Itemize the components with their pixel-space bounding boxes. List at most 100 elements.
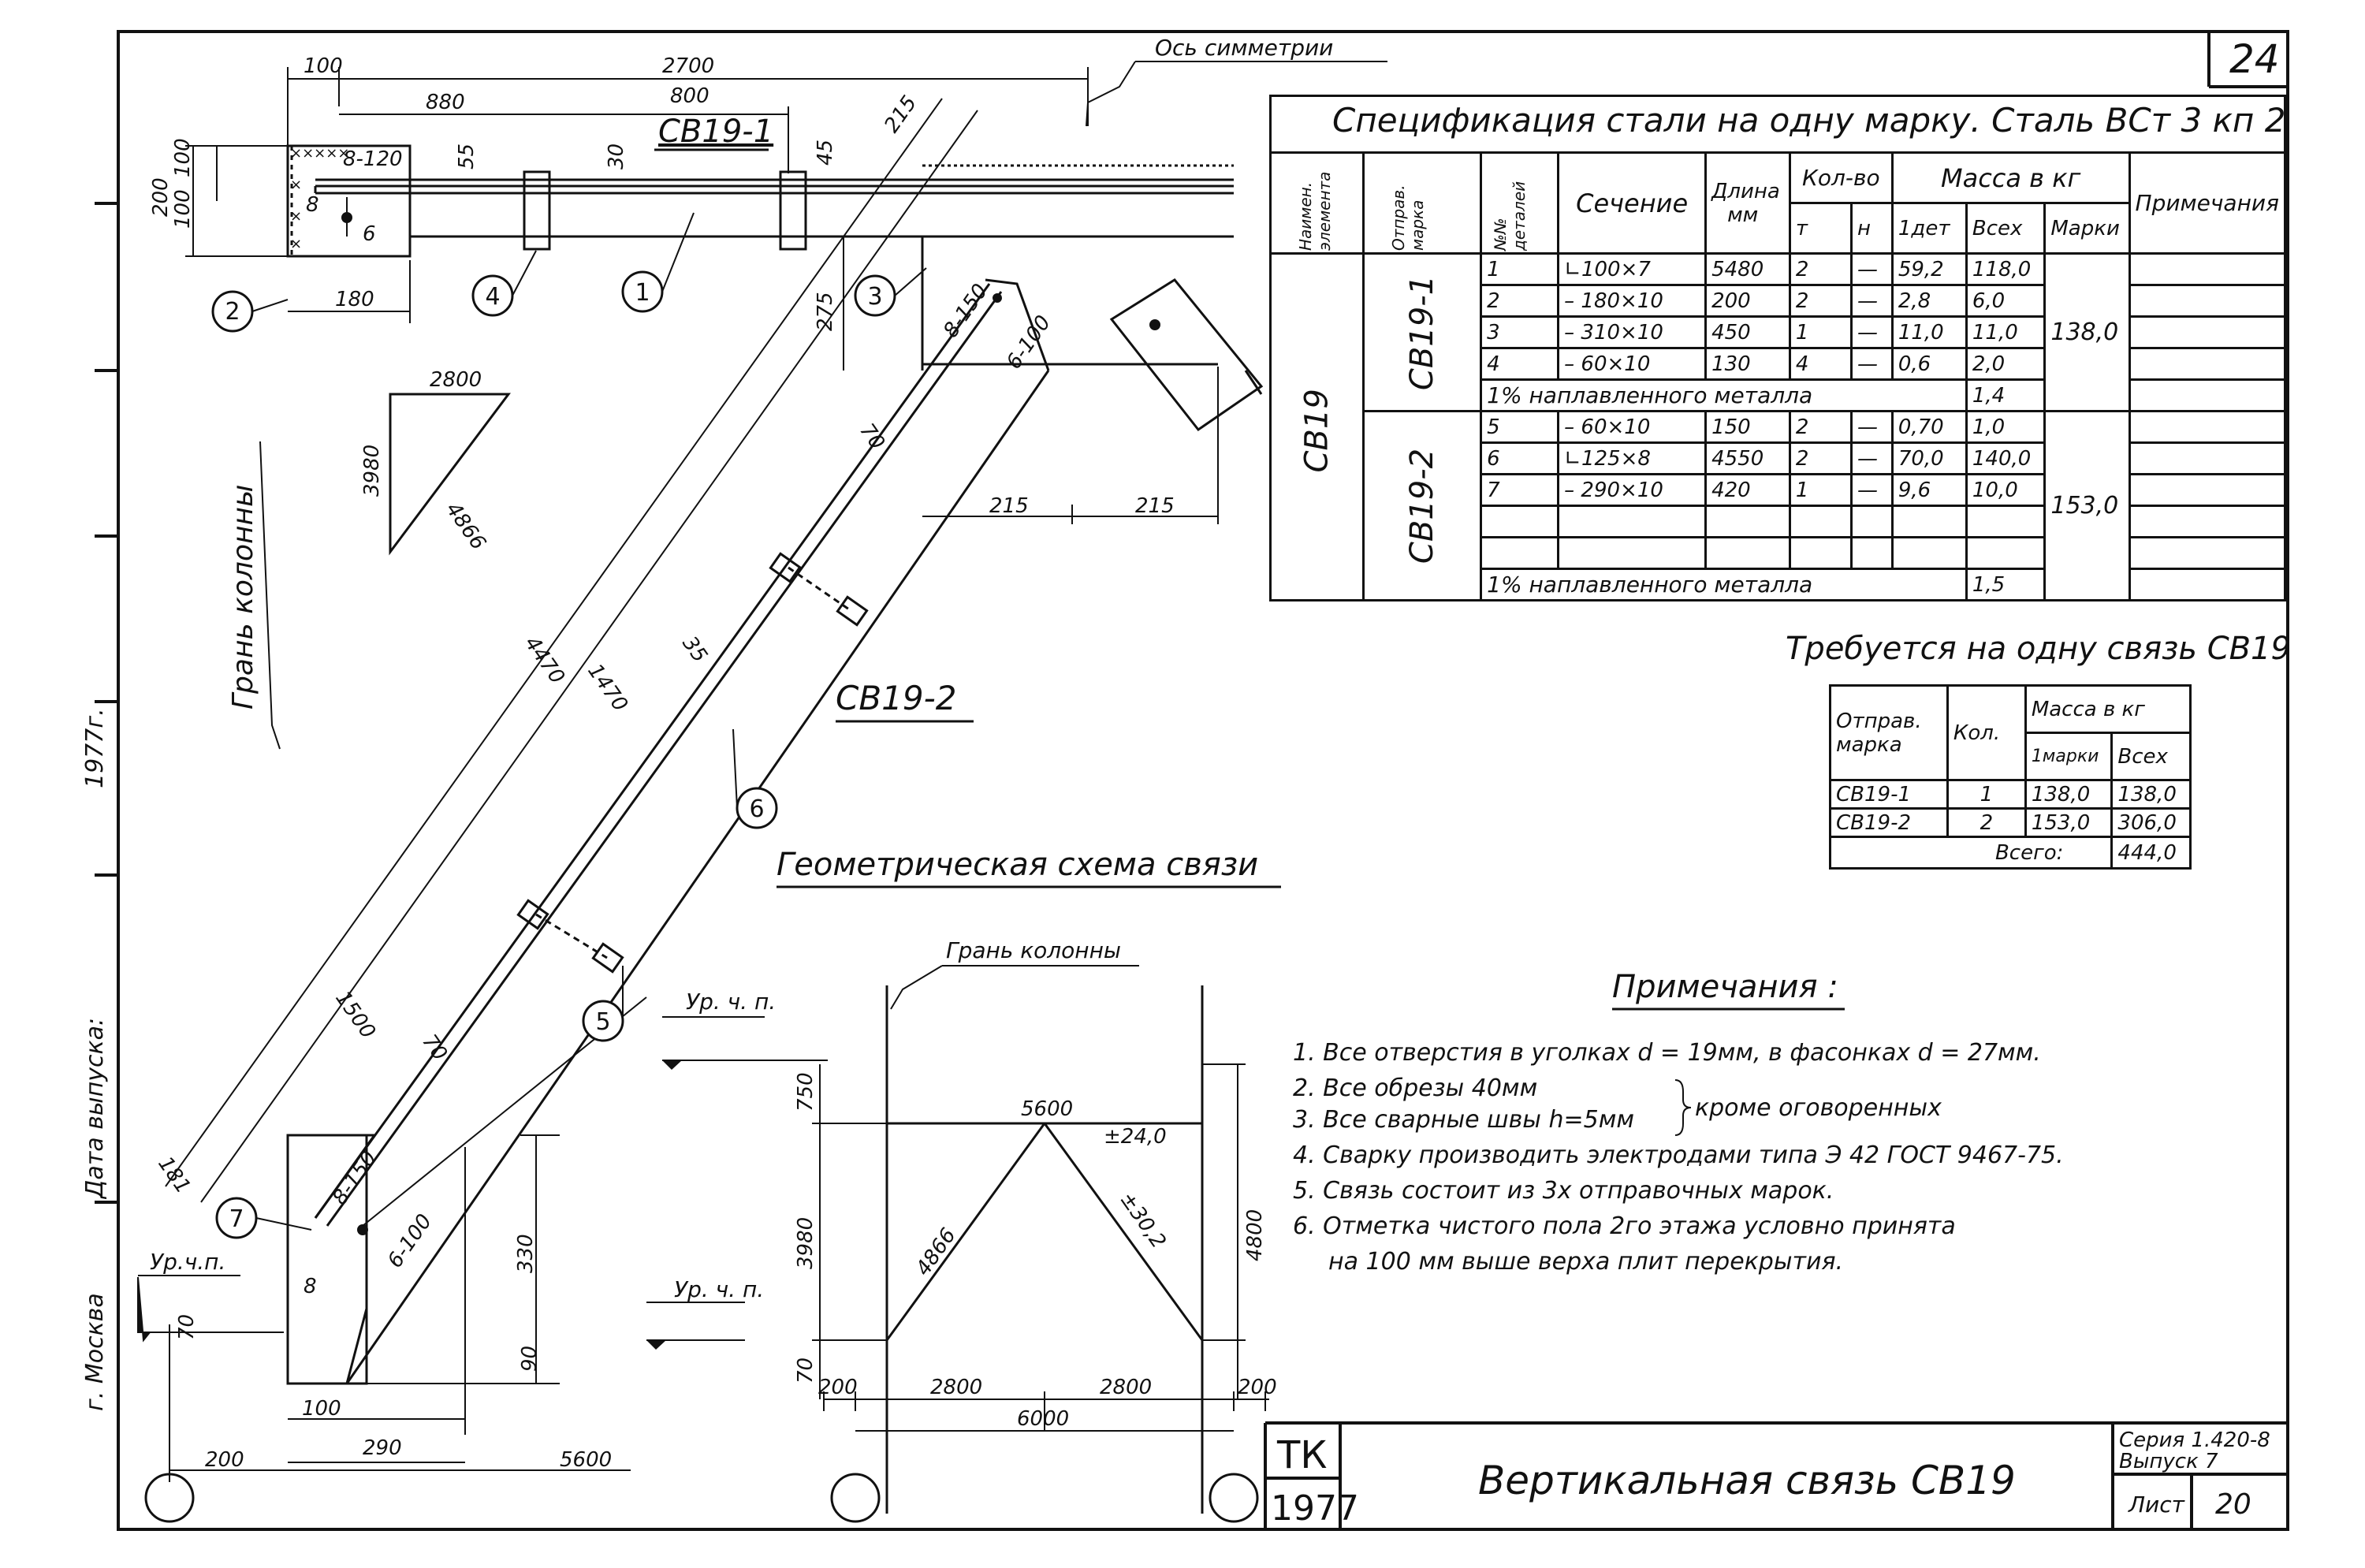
- spec-header-qty: Кол-во: [1788, 151, 1894, 204]
- member-cb19-2: [286, 278, 1264, 1385]
- svg-text:45: 45: [814, 140, 837, 166]
- spec-header-section: Сечение: [1557, 151, 1708, 255]
- svg-text:2800: 2800: [930, 1376, 982, 1399]
- svg-text:Ур.ч.п.: Ур.ч.п.: [150, 1249, 225, 1275]
- spec-table: Наимен. элемента Отправ. марка №№ детале…: [1269, 95, 2287, 602]
- spec-weld-1: 1% наплавленного металла: [1480, 378, 1968, 412]
- spec-header-marki: Марки: [2043, 202, 2131, 255]
- svg-text:4. Сварку производить электрод: 4. Сварку производить электродами типа Э…: [1293, 1142, 2064, 1169]
- svg-text:на 100 мм выше верха плит пере: на 100 мм выше верха плит перекрытия.: [1328, 1248, 1843, 1276]
- weld-marks-cb19-1: ×××××: [290, 145, 349, 162]
- callout-6: 6: [749, 795, 764, 823]
- req-header-all: Всех: [2110, 732, 2192, 781]
- req-header-mark: Отправ. марка: [1829, 684, 1949, 781]
- svg-text:Ур. ч. п.: Ур. ч. п.: [686, 989, 776, 1015]
- level-mark-middle: Ур. ч. п.: [646, 1276, 764, 1350]
- mark-cb19-2: СВ19-2: [836, 679, 956, 717]
- svg-text:215: 215: [1135, 494, 1175, 518]
- edge-release-date: Дата выпуска:: [81, 1018, 109, 1200]
- svg-text:8-150: 8-150: [939, 280, 993, 342]
- mark-cb19-1: СВ19-1: [658, 114, 773, 150]
- svg-text:8: 8: [306, 193, 319, 217]
- svg-text:35: 35: [677, 632, 712, 667]
- svg-text:200: 200: [1238, 1376, 1277, 1399]
- slope-triangle: 2800 3980 4866: [360, 368, 511, 556]
- svg-text:6: 6: [363, 222, 376, 246]
- svg-text:100: 100: [304, 54, 343, 78]
- svg-text:200: 200: [149, 177, 173, 217]
- svg-text:1470: 1470: [583, 660, 632, 716]
- svg-text:3. Все сварные швы h=5мм: 3. Все сварные швы h=5мм: [1293, 1106, 1634, 1134]
- svg-text:215: 215: [989, 494, 1029, 518]
- symmetry-axis-label: Ось симметрии: [1155, 35, 1333, 61]
- stamp-org: ТК: [1276, 1433, 1327, 1477]
- svg-text:2700: 2700: [662, 54, 714, 78]
- svg-text:181: 181: [153, 1153, 195, 1198]
- spec-mark-2: СВ19-2: [1361, 410, 1483, 602]
- svg-text:8-120: 8-120: [343, 147, 403, 171]
- svg-text:215: 215: [880, 91, 922, 137]
- callout-1: 1: [635, 279, 650, 307]
- svg-text:800: 800: [670, 84, 710, 108]
- req-header-qty: Кол.: [1946, 684, 2027, 781]
- svg-text:3980: 3980: [360, 445, 384, 497]
- edge-city: г. Москва: [81, 1293, 109, 1411]
- callout-2: 2: [225, 298, 240, 326]
- svg-text:3980: 3980: [794, 1217, 818, 1269]
- svg-text:2800: 2800: [430, 368, 482, 392]
- part-callouts: [211, 270, 896, 1239]
- svg-text:290: 290: [363, 1436, 402, 1460]
- svg-text:8-150: 8-150: [328, 1147, 382, 1209]
- geometric-scheme: Геометрическая схема связи Грань колонны…: [144, 847, 1281, 1523]
- callout-4: 4: [485, 283, 500, 311]
- svg-text:100: 100: [171, 138, 195, 177]
- spec-total-1: 138,0: [2043, 252, 2131, 412]
- edge-date: 1977г.: [81, 708, 109, 788]
- svg-text:6. Отметка чистого пола 2го эт: 6. Отметка чистого пола 2го этажа условн…: [1293, 1212, 1956, 1240]
- svg-text:4866: 4866: [911, 1224, 961, 1280]
- svg-text:70: 70: [794, 1358, 818, 1384]
- stamp-series: Серия 1.420-8: [2119, 1428, 2270, 1452]
- notes-block: Примечания : 1. Все отверстия в уголках …: [1293, 969, 2064, 1276]
- req-title: Требуется на одну связь СВ19: [1786, 631, 2291, 667]
- svg-text:6000: 6000: [1017, 1407, 1069, 1431]
- sheet-number: 24: [2229, 36, 2280, 82]
- callout-5: 5: [595, 1008, 610, 1036]
- svg-text:30: 30: [605, 143, 628, 169]
- svg-text:90: 90: [518, 1346, 542, 1372]
- svg-text:×: ×: [290, 236, 302, 252]
- svg-text:2. Все обрезы 40мм: 2. Все обрезы 40мм: [1293, 1075, 1537, 1102]
- spec-header-name: Наимен. элемента: [1269, 151, 1365, 255]
- stamp-year: 1977: [1271, 1488, 1359, 1529]
- spec-total-2: 153,0: [2043, 410, 2131, 602]
- spec-header-notes: Примечания: [2128, 151, 2287, 255]
- svg-text:200: 200: [818, 1376, 858, 1399]
- svg-text:1. Все отверстия в уголках d =: 1. Все отверстия в уголках d = 19мм, в ф…: [1293, 1039, 2041, 1067]
- svg-text:±24,0: ±24,0: [1104, 1125, 1167, 1149]
- column-face-label: Грань колонны: [227, 485, 259, 710]
- spec-header-mark: Отправ. марка: [1361, 151, 1483, 255]
- spec-header-1det: 1дет: [1890, 202, 1968, 255]
- spec-mark-1: СВ19-1: [1361, 252, 1483, 412]
- svg-text:200: 200: [205, 1448, 244, 1472]
- sheet-frame: [95, 30, 2289, 1531]
- spec-header-part: №№ деталей: [1480, 151, 1560, 255]
- stamp-sheet: 20: [2215, 1488, 2251, 1521]
- member-cb19-1: [286, 144, 1234, 371]
- svg-text:×: ×: [290, 177, 302, 193]
- req-header-mass: Масса в кг: [2024, 684, 2192, 734]
- svg-text:2800: 2800: [1100, 1376, 1152, 1399]
- svg-text:100: 100: [171, 189, 195, 229]
- svg-text:4800: 4800: [1243, 1209, 1267, 1261]
- svg-text:5600: 5600: [560, 1448, 612, 1472]
- spec-element: СВ19: [1269, 252, 1365, 602]
- stamp-title: Вертикальная связь СВ19: [1478, 1458, 2016, 1503]
- svg-text:55: 55: [455, 143, 479, 169]
- svg-text:330: 330: [514, 1234, 538, 1273]
- spec-weld-2: 1% наплавленного металла: [1480, 568, 1968, 602]
- stamp-sheet-label: Лист: [2128, 1492, 2185, 1518]
- svg-text:±30,2: ±30,2: [1115, 1188, 1170, 1253]
